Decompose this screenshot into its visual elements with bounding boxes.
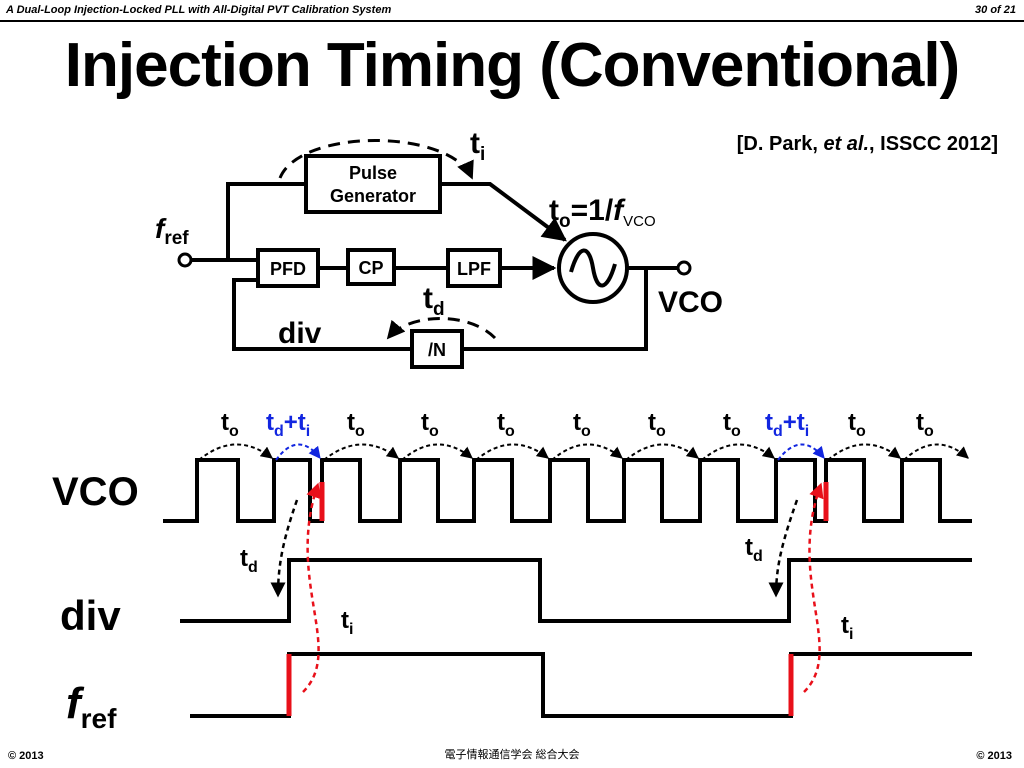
td-arrow-2 <box>768 499 799 598</box>
period-label-td-ti: td+ti <box>266 409 310 440</box>
period-label-to: to <box>916 409 934 440</box>
block-cp: CP <box>346 248 396 286</box>
slide-title: Injection Timing (Conventional) <box>64 31 960 100</box>
period-label-to: to <box>221 409 239 440</box>
block-pulse-generator: Pulse Generator <box>304 154 442 214</box>
div-label: div <box>278 317 322 350</box>
td-arrow-1 <box>270 499 299 598</box>
lpf-label: LPF <box>457 259 491 279</box>
pfd-label: PFD <box>270 259 306 279</box>
td-delay-label-2: td <box>745 534 763 565</box>
period-arc <box>551 443 623 461</box>
period-arc <box>323 443 399 461</box>
period-arcs <box>198 443 969 461</box>
period-arc <box>275 443 321 461</box>
vco-output-node <box>676 260 692 276</box>
period-label-to: to <box>848 409 866 440</box>
period-arc <box>701 443 775 461</box>
div-waveform <box>180 558 972 623</box>
block-divider: /N <box>410 329 464 369</box>
divider-label: /N <box>428 340 446 360</box>
ti-arc <box>278 139 474 180</box>
td-label: td <box>423 282 445 320</box>
pulse-generator-label-1: Pulse <box>349 163 397 183</box>
period-label-to: to <box>347 409 365 440</box>
to-equation-label: to=1/fVCO <box>549 194 656 232</box>
block-pfd: PFD <box>256 248 320 288</box>
period-label-to: to <box>421 409 439 440</box>
period-arc <box>198 443 273 461</box>
period-labels: to td+ti to to to to to to td+ti to to <box>221 409 934 440</box>
period-label-to: to <box>723 409 741 440</box>
footer-copyright-right: © 2013 <box>976 750 1012 762</box>
citation-suffix: , ISSCC 2012] <box>869 133 998 155</box>
block-lpf: LPF <box>446 248 502 288</box>
footer-copyright-left: © 2013 <box>8 750 44 762</box>
ti-arrow-1 <box>302 482 321 693</box>
period-arc <box>401 443 473 461</box>
ti-delay-label-2: ti <box>841 612 853 643</box>
fref-input-node <box>177 252 193 268</box>
period-label-to: to <box>648 409 666 440</box>
period-label-to: to <box>497 409 515 440</box>
period-arc <box>777 443 825 461</box>
td-delay-label-1: td <box>240 545 258 576</box>
ti-arrow-2 <box>803 482 824 693</box>
ti-delay-label-1: ti <box>341 607 353 638</box>
signal-label-div: div <box>60 592 121 639</box>
slide-header-title: A Dual-Loop Injection-Locked PLL with Al… <box>6 4 392 16</box>
period-arc <box>827 443 901 461</box>
period-arc <box>475 443 549 461</box>
cp-label: CP <box>358 258 383 278</box>
footer-conference: 電子情報通信学会 総合大会 <box>444 749 580 761</box>
citation-italic: et al. <box>823 133 870 155</box>
citation-prefix: [D. Park, <box>736 133 824 155</box>
signal-label-vco: VCO <box>52 470 139 514</box>
period-label-to: to <box>573 409 591 440</box>
period-label-td-ti: td+ti <box>765 409 809 440</box>
page-indicator: 30 of 21 <box>975 4 1016 16</box>
header-divider <box>0 20 1024 22</box>
period-arc <box>625 443 699 461</box>
ti-label: ti <box>470 127 485 165</box>
fref-label: fref <box>155 213 189 249</box>
block-vco <box>557 232 629 304</box>
fref-waveform <box>190 652 972 718</box>
citation: [D. Park, et al., ISSCC 2012] <box>737 133 998 156</box>
td-arc <box>386 317 497 340</box>
vco-waveform <box>163 458 972 523</box>
period-arc <box>903 443 969 461</box>
sine-wave-icon <box>569 248 617 288</box>
vco-label: VCO <box>658 286 723 319</box>
pll-block-diagram <box>177 139 692 351</box>
signal-label-fref: fref <box>66 679 117 734</box>
pulse-generator-label-2: Generator <box>330 186 416 206</box>
